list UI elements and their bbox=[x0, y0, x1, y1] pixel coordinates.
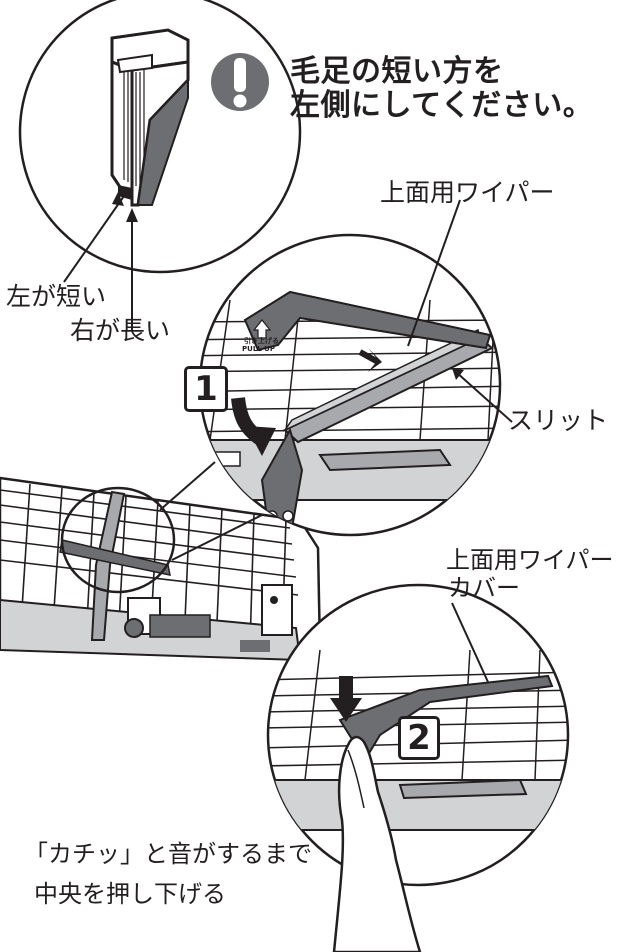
label-wiper-cover-line1: 上面用ワイパー bbox=[446, 546, 614, 574]
handle-marking-line2: PULL UP bbox=[242, 345, 275, 353]
label-left-short: 左が短い bbox=[6, 282, 107, 311]
air-conditioner-unit bbox=[0, 476, 322, 662]
zoom-connector-line bbox=[159, 461, 216, 511]
step-number-1: 1 bbox=[184, 366, 228, 412]
warning-line-2: 左側にしてください。 bbox=[290, 88, 594, 123]
label-top-wiper: 上面用ワイパー bbox=[380, 178, 555, 207]
instruction-line-2: 中央を押し下げる bbox=[34, 880, 226, 908]
hand-illustration bbox=[332, 735, 422, 952]
zoom-connector-line bbox=[171, 514, 263, 561]
step1-detail-circle bbox=[198, 199, 513, 537]
warning-line-1: 毛足の短い方を bbox=[290, 54, 504, 89]
exclamation-icon bbox=[211, 53, 269, 111]
step-number-2: 2 bbox=[398, 716, 440, 760]
label-right-long: 右が長い bbox=[70, 316, 171, 345]
instruction-line-1: 「カチッ」と音がするまで bbox=[24, 840, 312, 868]
label-slit: スリット bbox=[508, 406, 609, 435]
label-wiper-cover-line2: カバー bbox=[448, 574, 520, 602]
handle-marking-line1: 引き上げる bbox=[244, 337, 279, 345]
